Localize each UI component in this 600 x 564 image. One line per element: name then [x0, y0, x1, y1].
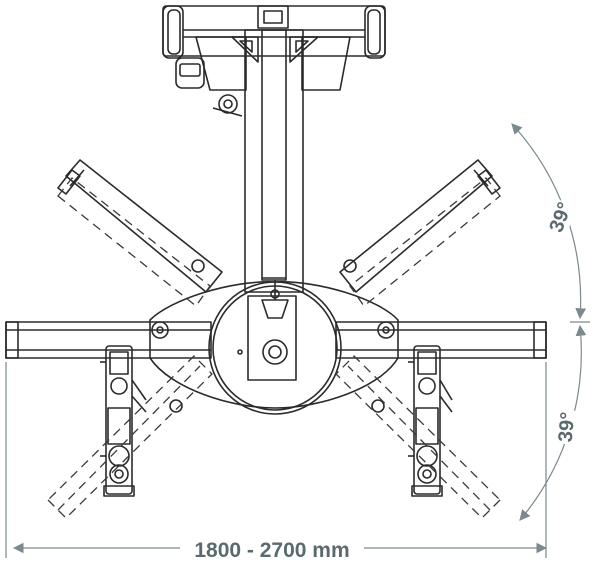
central-column	[244, 29, 304, 293]
left-horizontal-arm	[5, 321, 212, 359]
right-lift-pad-stack	[408, 345, 453, 497]
upper-left-arm	[57, 159, 223, 293]
lower-angle-label: 39°	[555, 411, 580, 443]
dashed-upper-right-arm	[349, 177, 501, 307]
pivot-bosses	[151, 259, 395, 413]
center-hub	[149, 280, 399, 415]
upper-right-arm	[339, 159, 501, 293]
dashed-lower-left-arm	[47, 355, 213, 519]
width-range-label: 1800 - 2700 mm	[194, 539, 349, 562]
right-horizontal-arm	[335, 321, 547, 359]
left-lift-pad-stack	[100, 345, 147, 497]
dashed-upper-left-arm	[57, 177, 211, 307]
top-carriage	[162, 5, 386, 117]
dashed-lower-right-arm	[335, 355, 501, 519]
